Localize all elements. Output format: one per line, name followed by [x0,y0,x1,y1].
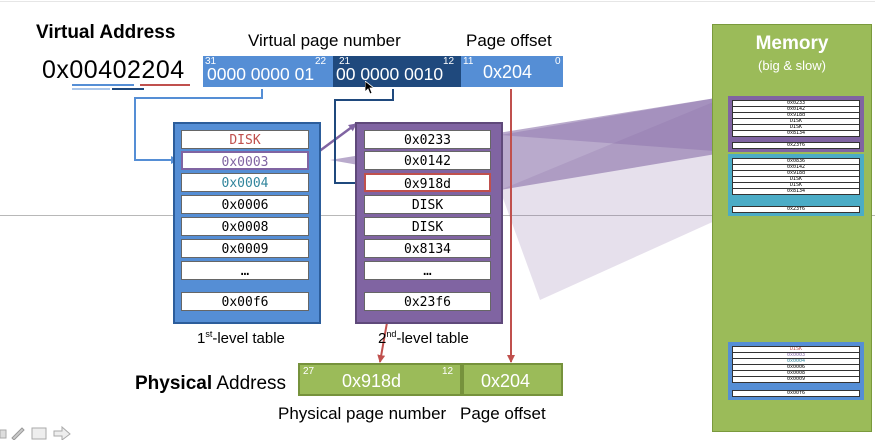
physical-page-offset-field: 0x204 [462,363,563,396]
projection-shade-2 [500,96,728,152]
bit-label-12-physical: 12 [442,366,454,377]
prev-slide-icon [0,429,7,439]
memory-block-other-table: 0x0836 0x0142 0x918d DISK DISK 0x8134 0x… [728,154,864,216]
l1-entry-2: 0x0004 [181,173,309,192]
bit-label-31: 31 [205,56,217,67]
memory-row: 0x8134 [732,188,860,195]
top-divider [0,1,875,2]
virtual-address-title: Virtual Address [36,22,176,43]
pen-icon [11,427,25,441]
bit-label-21: 21 [339,56,351,67]
l2-entry-ellipsis: … [364,261,491,280]
memory-row: 0x0009 [732,376,860,383]
l1-entry-5: 0x0009 [181,239,309,258]
bit-label-22: 22 [315,56,327,67]
bit-label-12: 12 [443,56,455,67]
physical-page-number-field: 27 12 0x918d [298,363,462,396]
offset-bits: 0x204 [483,62,533,82]
physical-address-title: Physical Address [135,373,287,394]
l2-entry-2: 0x918d [364,173,491,192]
memory-row: 0x23f6 [732,206,860,213]
level2-index-arrow [334,89,394,187]
memory-subtitle: (big & slow) [758,58,826,73]
memory-block-level2-table: 0x0233 0x0142 0x918d DISK DISK 0x8134 0x… [728,96,864,152]
level1-bits: 0000 0000 01 [207,64,315,84]
bit-label-27: 27 [303,366,315,377]
l1-entry-0: DISK [181,130,309,149]
memory-block-level1-table: DISK 0x0003 0x0004 0x0006 0x0008 0x0009 … [728,342,864,400]
second-level-table-label: 2nd-level table [378,329,469,347]
mouse-cursor-icon [365,81,375,95]
first-level-table-label: 1st-level table [197,329,285,347]
l2-entry-0: 0x0233 [364,130,491,149]
next-slide-icon [53,425,71,441]
l1-entry-1: 0x0003 [181,151,309,170]
page-offset-label: Page offset [466,31,552,50]
memory-row: 0x8134 [732,130,860,137]
memory-title: Memory [755,33,829,54]
l1-entry-4: 0x0008 [181,217,309,236]
virtual-address-value: 0x00402204 [42,56,185,84]
l1-entry-ellipsis: … [181,261,309,280]
ppn-value: 0x918d [342,371,402,391]
toolbar-icons [0,425,71,441]
l2-entry-4: DISK [364,217,491,236]
projection-shade-3 [500,96,728,300]
physical-offset-value: 0x204 [481,371,531,391]
l2-entry-1: 0x0142 [364,151,491,170]
slideshow-toolbar [0,425,80,441]
level1-index-arrow [134,89,263,164]
page-offset-field [461,56,563,87]
l1-entry-3: 0x0006 [181,195,309,214]
level2-bits: 00 0000 0010 [336,64,444,84]
l2-entry-last: 0x23f6 [364,292,491,311]
vpn-level2-field [333,56,461,87]
l1-entry-last: 0x00f6 [181,292,309,311]
l2-entry-3: DISK [364,195,491,214]
memory-row: 0x00f6 [732,390,860,397]
bit-label-0: 0 [555,56,561,67]
menu-icon [31,427,47,440]
physical-page-offset-label: Page offset [460,404,546,423]
virtual-page-number-label: Virtual page number [248,31,401,50]
physical-page-number-label: Physical page number [278,404,447,423]
l2-entry-5: 0x8134 [364,239,491,258]
memory-row: 0x23f6 [732,142,860,149]
bit-label-11: 11 [463,56,474,67]
vpn-level1-field [203,56,333,87]
